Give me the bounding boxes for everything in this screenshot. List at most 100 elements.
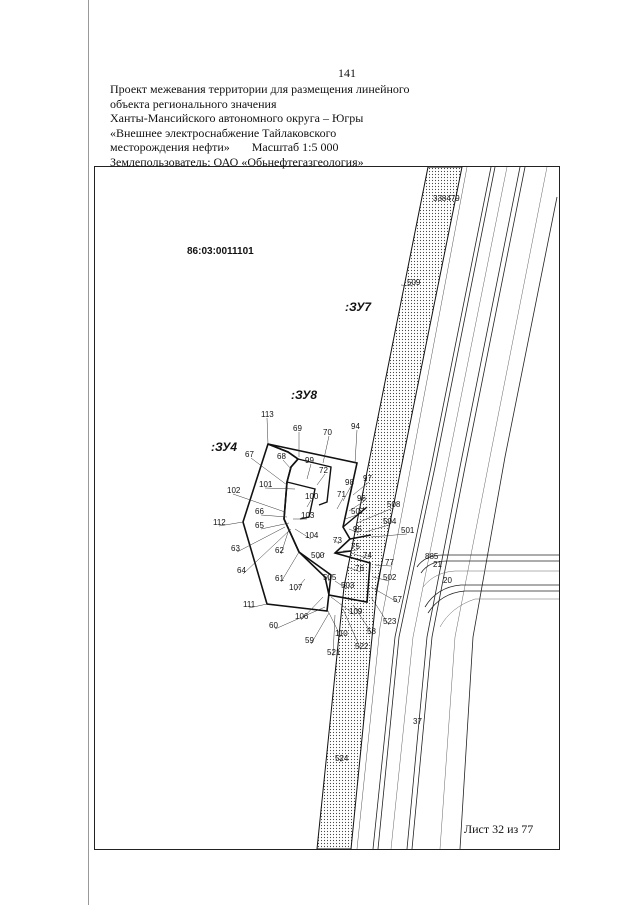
plot-label-zu4: :ЗУ4: [211, 440, 237, 454]
point-label: 112: [213, 518, 226, 527]
point-label: 97: [363, 474, 372, 483]
leader-line: [236, 526, 286, 553]
leader-line: [260, 514, 288, 518]
leader-line: [374, 564, 392, 567]
leader-line: [344, 514, 358, 520]
cadastral-number: 86:03:0011101: [187, 246, 254, 257]
plot-boundary-zu8: [267, 443, 371, 603]
point-label: 102: [227, 486, 241, 495]
leader-line: [348, 528, 360, 534]
leader-line: [274, 606, 326, 630]
point-label: 99: [305, 456, 314, 465]
point-label: 74: [363, 551, 372, 560]
point-label: 62: [275, 546, 284, 555]
point-label: 106: [295, 612, 309, 621]
point-label: 501: [401, 526, 415, 535]
point-label: 37: [413, 717, 422, 726]
point-label: 500: [311, 551, 325, 560]
leader-line: [326, 608, 342, 638]
leader-line: [316, 552, 326, 560]
point-label: 65: [255, 521, 264, 530]
leader-line: [306, 463, 312, 480]
leader-line: [364, 524, 390, 533]
point-label: 77: [385, 558, 394, 567]
leader-line: [350, 552, 370, 560]
point-label: 63: [231, 544, 240, 553]
sheet-number: Лист 32 из 77: [464, 822, 534, 836]
point-label: 110: [335, 629, 348, 638]
leader-line: [310, 612, 330, 645]
point-label: 503: [341, 581, 355, 590]
leader-line: [370, 533, 408, 538]
leader-lines: [218, 284, 414, 762]
point-label: 338479: [433, 194, 460, 203]
plot-label-zu8: :ЗУ8: [291, 388, 317, 402]
leader-line: [218, 521, 244, 527]
point-label: 71: [337, 490, 346, 499]
point-label: 109: [349, 607, 363, 616]
point-label: 502: [383, 573, 397, 582]
point-label: 76: [355, 564, 364, 573]
point-label: 505: [323, 573, 337, 582]
point-label: 59: [305, 636, 314, 645]
leader-line: [342, 608, 362, 651]
point-label: 509: [407, 278, 421, 287]
point-label: 60: [269, 621, 278, 630]
point-label: 524: [335, 754, 349, 763]
leader-line: [260, 522, 290, 530]
leader-line: [250, 457, 288, 486]
point-label: 20: [443, 576, 452, 585]
leader-line: [356, 507, 394, 524]
document-header: Проект межевания территории для размещен…: [110, 82, 430, 169]
leader-line: [352, 604, 374, 636]
leader-line: [280, 528, 290, 555]
point-label: 94: [351, 422, 360, 431]
leader-line: [346, 566, 362, 573]
leader-line: [336, 497, 344, 510]
point-label: 508: [387, 500, 401, 509]
point-label: 885: [425, 552, 439, 561]
header-line: объекта регионального значения: [110, 96, 277, 111]
leader-line: [232, 493, 286, 513]
map-scale: Масштаб 1:5 000: [251, 140, 339, 154]
leader-line: [322, 435, 330, 464]
leader-line: [316, 473, 326, 486]
point-label: 101: [259, 480, 273, 489]
point-label: 61: [275, 574, 284, 583]
point-label: 104: [305, 531, 319, 540]
point-label: 58: [367, 627, 376, 636]
header-line: Землепользователь: ОАО «Обьнефтегазгеоло…: [110, 154, 364, 169]
point-label: 66: [255, 507, 264, 516]
point-label: 522: [355, 642, 369, 651]
leader-line: [348, 501, 364, 512]
leader-line: [242, 528, 292, 575]
leader-line: [400, 284, 414, 287]
point-label: 504: [383, 517, 397, 526]
leader-line: [266, 417, 269, 445]
point-label: 111: [243, 600, 256, 609]
leader-line: [264, 487, 296, 490]
point-label: 73: [333, 536, 342, 545]
point-label: 57: [393, 595, 402, 604]
point-label: 72: [319, 466, 328, 475]
point-label: 67: [245, 450, 254, 459]
leader-line: [326, 574, 330, 582]
leader-line: [342, 485, 352, 502]
header-line: Проект межевания территории для размещен…: [110, 82, 410, 96]
plot-inner-lines: [286, 458, 372, 554]
point-label: 98: [345, 478, 354, 487]
point-label: 68: [277, 452, 286, 461]
point-label: 21: [433, 560, 442, 569]
point-label: 96: [357, 494, 366, 503]
leader-line: [370, 596, 390, 626]
point-label: 70: [323, 428, 332, 437]
point-label: 523: [383, 617, 397, 626]
page-number: 141: [338, 66, 356, 80]
leader-line: [352, 481, 370, 496]
point-label: 100: [305, 492, 319, 501]
header-line: месторождения нефти»Масштаб 1:5 000: [110, 140, 430, 155]
leader-line: [306, 499, 312, 508]
point-label: 64: [237, 566, 246, 575]
